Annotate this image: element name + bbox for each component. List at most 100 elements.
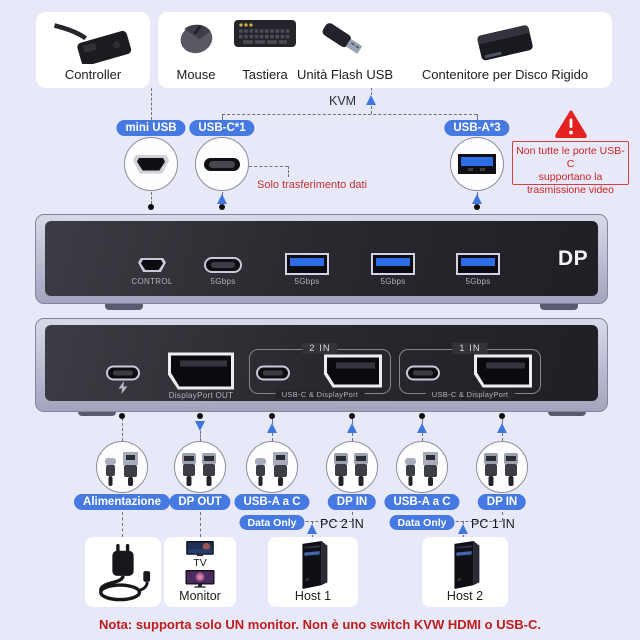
- host1-label: Host 1: [294, 589, 332, 603]
- mouse-icon: [180, 24, 212, 54]
- pc1-data-only-pill: Data Only: [389, 515, 455, 530]
- input-group-1: 1 IN USB-C & DisplayPort: [399, 343, 541, 399]
- flash-drive-icon: [322, 23, 363, 54]
- mini-usb-dot: [148, 204, 154, 210]
- dp-out-dot: [197, 413, 203, 419]
- pc2-dp-drop-line: [352, 512, 353, 521]
- pc2-dp-dot: [349, 413, 355, 419]
- pc2-up-arrow-icon: [307, 524, 317, 534]
- mini-usb-drop-line: [151, 192, 152, 204]
- usb-c-dot: [219, 204, 225, 210]
- pc1-usb-pill: USB-A a C: [384, 494, 460, 510]
- hdd-enclosure-item: Contenitore per Disco Rigido: [422, 12, 588, 88]
- dp-out-port-label: DisplayPort OUT: [168, 391, 234, 400]
- pc1-usb-dot: [419, 413, 425, 419]
- pc2-dp-port: [324, 354, 382, 388]
- pc2-dp-up-arrow-icon: [347, 423, 357, 433]
- usb-c-up-arrow-icon: [217, 194, 227, 204]
- mini-usb-circle: [124, 137, 178, 191]
- usb-a-up-arrow-icon: [472, 194, 482, 204]
- usb-a-branch-line: [477, 114, 478, 120]
- input-group-2: 2 IN USB-C & DisplayPort: [249, 343, 391, 399]
- pc2-dp-line2: [352, 433, 353, 441]
- front-usb-c-port-label: 5Gbps: [210, 277, 236, 286]
- group-1-label: USB-C & DisplayPort: [425, 390, 515, 399]
- power-adapter-icon: [99, 543, 151, 602]
- pc2-usb-pill: USB-A a C: [234, 494, 310, 510]
- pc1-usb-cable-circle: [396, 441, 448, 493]
- kvm-line-lower: [371, 106, 372, 114]
- kvm-up-arrow-icon: [366, 95, 376, 105]
- tower-pc-icon: [454, 541, 480, 589]
- keyboard-label: Tastiera: [242, 67, 288, 82]
- monitor-label: Monitor: [179, 589, 221, 603]
- usb-c-circle: [195, 137, 249, 191]
- front-usb-a-port-1-label: 5Gbps: [294, 277, 320, 286]
- pc2-in-label: PC 2 IN: [320, 517, 364, 531]
- alimentazione-pill: Alimentazione: [74, 494, 170, 510]
- hdd-enclosure-icon: [477, 25, 533, 61]
- kvm-line-upper: [371, 88, 372, 95]
- controller-icon: [53, 23, 132, 64]
- host2-label: Host 2: [446, 589, 484, 603]
- front-usb-a-port-1: [287, 255, 327, 273]
- mouse-label: Mouse: [176, 67, 216, 82]
- usb-c-pill: USB-C*1: [189, 120, 255, 136]
- host1-card: Host 1: [268, 537, 358, 607]
- mini-usb-pill: mini USB: [116, 120, 186, 136]
- mini-usb-connector-icon: [133, 154, 169, 174]
- pc2-dp-line: [352, 418, 353, 424]
- pc2-dp-cable-circle: [326, 441, 378, 493]
- usb-a-connector-icon: [458, 154, 496, 174]
- display-card: TV Monitor: [164, 537, 236, 607]
- kvm-label: KVM: [329, 94, 357, 108]
- power-bolt-icon: [118, 381, 128, 394]
- controller-label: Controller: [64, 67, 122, 82]
- power-dot: [119, 413, 125, 419]
- kvm-back-panel: DisplayPort OUT 2 IN USB-C & DisplayPort…: [35, 318, 608, 412]
- pc1-dp-up-arrow-icon: [497, 423, 507, 433]
- tv-icon: [186, 541, 214, 557]
- pc1-join-line: [451, 521, 502, 522]
- pc2-usb-line2: [272, 433, 273, 441]
- hdd-enclosure-label: Contenitore per Disco Rigido: [421, 67, 589, 82]
- front-usb-c-port: [206, 259, 240, 271]
- monitor-icon: [185, 569, 215, 588]
- usb-a-to-c-cable-icon: [255, 452, 288, 486]
- peripherals-card: Mouse Tastiera Unità Flash USB: [158, 12, 612, 88]
- pc2-usb-c-port: [258, 367, 288, 379]
- dp-out-down-arrow-icon: [195, 421, 205, 431]
- pc2-usb-up-arrow-icon: [267, 423, 277, 433]
- warning-triangle-icon: [555, 110, 587, 138]
- pc2-dp-pill: DP IN: [327, 494, 377, 510]
- dp-cable-icon: [334, 453, 368, 486]
- power-drop-line: [122, 512, 123, 537]
- usb-c-connector-icon: [204, 157, 240, 171]
- usb-c-branch-line: [222, 114, 223, 120]
- usb-c-video-warning: Non tutte le porte USB-C supportano la t…: [512, 141, 629, 196]
- front-control-port-label: CONTROL: [131, 277, 173, 286]
- power-adapter-card: [85, 537, 161, 607]
- usb-a-pill: USB-A*3: [444, 120, 510, 136]
- solo-note-line-v: [288, 166, 289, 177]
- usb-a-dot: [474, 204, 480, 210]
- dp-out-pill: DP OUT: [169, 494, 231, 510]
- dp-cable-icon: [484, 453, 518, 486]
- power-cable-circle: [96, 441, 148, 493]
- power-line: [122, 418, 123, 441]
- kvm-front-panel: CONTROL 5Gbps 5Gbps 5Gbps 5Gbps DP: [35, 214, 608, 304]
- tv-label: TV: [193, 556, 207, 569]
- pc1-usb-line: [422, 418, 423, 424]
- back-power-port: [108, 367, 138, 379]
- footnote: Nota: supporta solo UN monitor. Non è un…: [99, 617, 541, 632]
- pc1-dp-line: [502, 418, 503, 424]
- front-usb-a-port-3: [458, 255, 498, 273]
- dp-out-port: [168, 352, 234, 390]
- dp-cable-icon: [182, 453, 216, 486]
- solo-data-note: Solo trasferimento dati: [257, 179, 368, 191]
- tower-pc-icon: [302, 541, 328, 589]
- controller-line: [151, 88, 152, 120]
- pc1-dp-dot: [499, 413, 505, 419]
- host2-card: Host 2: [422, 537, 508, 607]
